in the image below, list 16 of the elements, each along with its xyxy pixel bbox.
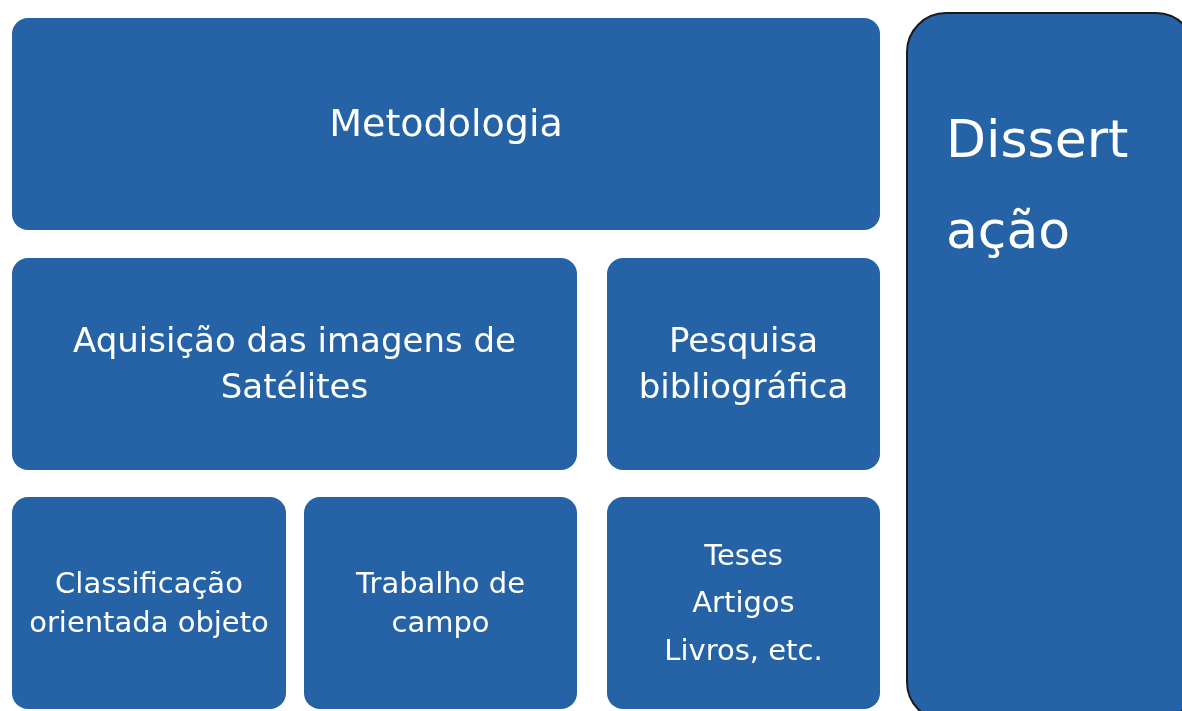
box-label: Trabalho de campo	[355, 564, 526, 641]
process-box	[304, 497, 577, 709]
box-label: Pesquisa bibliográfica	[637, 319, 850, 408]
box-label: Classificação orientada objeto	[28, 564, 270, 641]
process-box	[906, 12, 1182, 711]
box-label: Teses	[704, 537, 783, 575]
box-label: Metodologia	[329, 100, 563, 148]
box-label: Livros, etc.	[664, 631, 823, 669]
process-box	[12, 258, 577, 470]
process-box	[12, 497, 286, 709]
process-box	[607, 497, 880, 709]
process-box	[607, 258, 880, 470]
box-label: Artigos	[692, 584, 795, 622]
process-box	[12, 18, 880, 230]
box-label: Dissertação	[946, 108, 1130, 262]
box-label: Aquisição das imagens de Satélites	[72, 319, 517, 408]
